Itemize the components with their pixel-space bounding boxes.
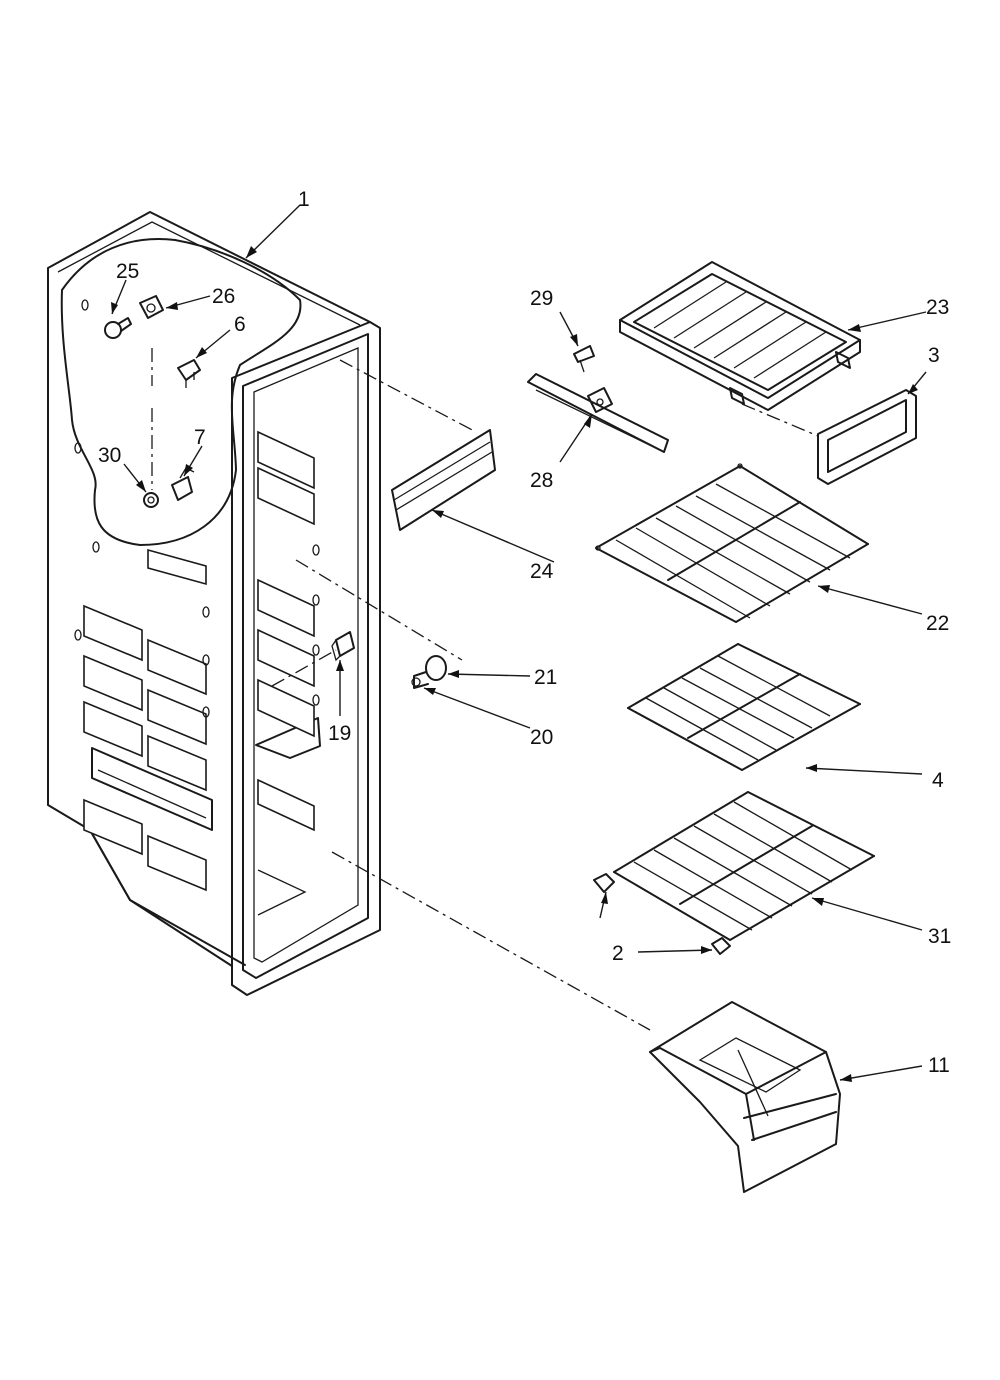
shelf-roller-right: [711, 937, 731, 955]
callout-11: 11: [928, 1054, 950, 1077]
liner-cabinet: [47, 211, 381, 996]
leader-arrowheads: [111, 246, 918, 1082]
cover-fastener: [411, 655, 447, 689]
liner-side-slots: [83, 548, 207, 892]
cover-clip: [331, 631, 355, 662]
callout-25: 25: [116, 260, 139, 283]
callout-7: 7: [194, 426, 206, 449]
callout-6: 6: [234, 313, 246, 336]
callout-26: 26: [212, 285, 235, 308]
callout-19: 19: [328, 722, 351, 745]
callout-22: 22: [926, 612, 949, 635]
light-socket: [139, 295, 164, 319]
wire-shelf-upper: [595, 463, 869, 623]
top-shelf-basket: [619, 261, 861, 411]
callout-30: 30: [98, 444, 121, 467]
callout-3: 3: [928, 344, 940, 367]
freezer-bin: [649, 1001, 841, 1193]
callout-labels: 1 25 26 6 7 30 29 28 23 3 24 22 21 20 19…: [98, 188, 951, 1077]
alignment-lines: [151, 348, 819, 1031]
callout-31: 31: [928, 925, 951, 948]
callout-28: 28: [530, 469, 553, 492]
shelf-glass-panel: [817, 389, 917, 485]
shelf-roller-left: [593, 873, 615, 893]
callout-23: 23: [926, 296, 949, 319]
light-bulb: [104, 317, 132, 339]
liner-front-slots: [257, 430, 315, 832]
thermostat-bracket: [171, 467, 195, 501]
shelf-support-bracket: [527, 373, 669, 453]
callout-2: 2: [612, 942, 624, 965]
liner-holes: [74, 299, 320, 718]
wire-shelf-middle: [627, 643, 861, 771]
callout-4: 4: [932, 769, 944, 792]
mounting-screw: [573, 345, 595, 373]
callout-20: 20: [530, 726, 553, 749]
callout-24: 24: [530, 560, 554, 583]
light-switch: [177, 359, 201, 388]
callout-29: 29: [530, 287, 553, 310]
wire-shelf-lower: [613, 791, 875, 941]
callout-1: 1: [298, 188, 310, 211]
thermostat-knob: [143, 492, 159, 508]
air-duct-cover: [391, 429, 496, 531]
callout-21: 21: [534, 666, 557, 689]
